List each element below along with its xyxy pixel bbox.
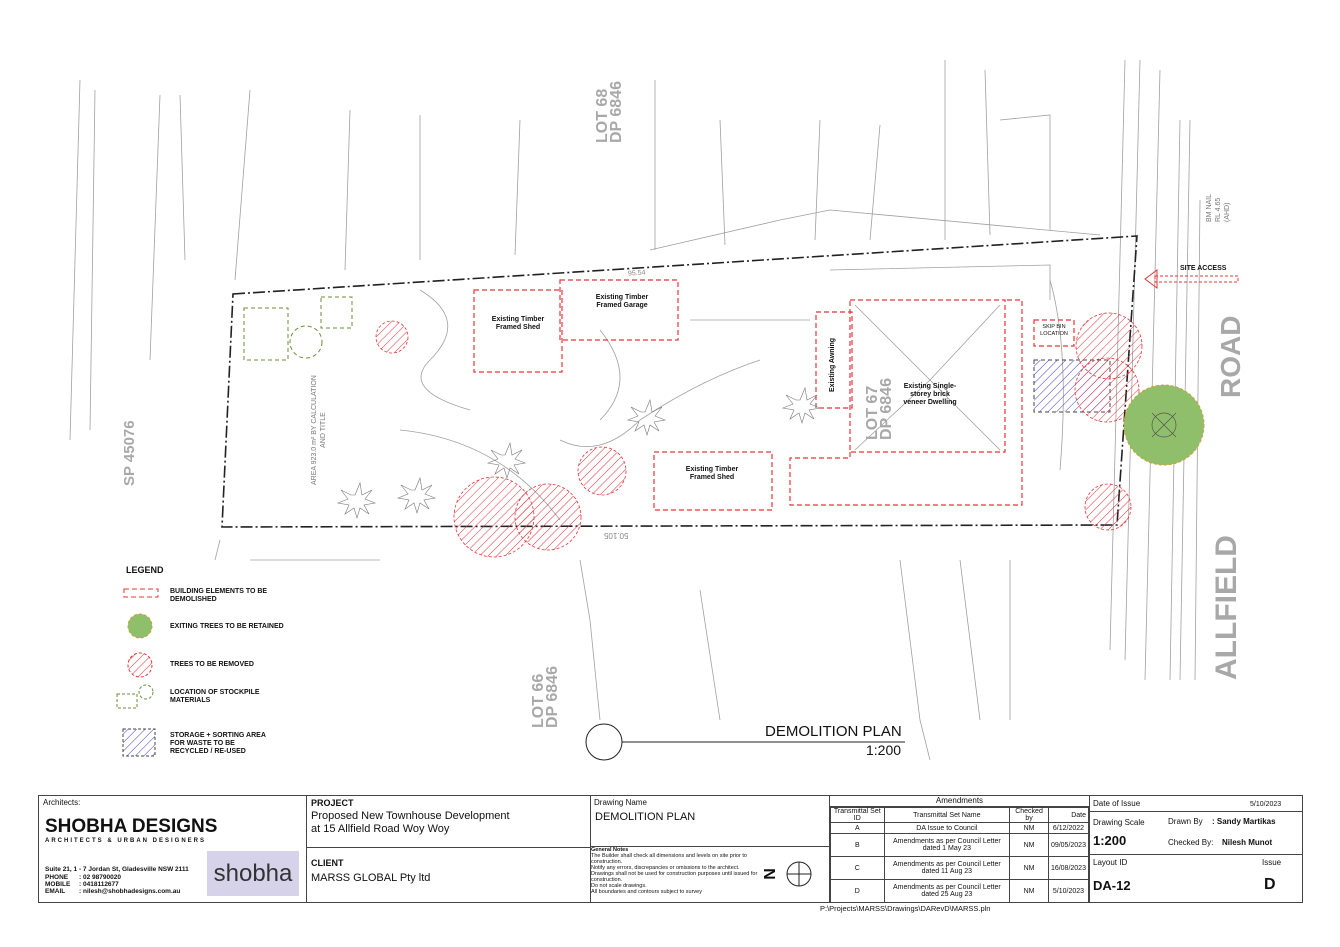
date-of-issue-label: Date of Issue bbox=[1093, 799, 1141, 808]
plan-title-marker bbox=[585, 723, 905, 761]
firm-name: SHOBHA DESIGNS bbox=[45, 816, 218, 837]
skip-bin-label: SKIP BIN LOCATION bbox=[1040, 324, 1068, 337]
issue-value: D bbox=[1264, 876, 1276, 893]
legend-item-retain: EXITING TREES TO BE RETAINED bbox=[170, 623, 284, 630]
allfield-label: ALLFIELD bbox=[1210, 535, 1243, 680]
stockpile-locations bbox=[243, 296, 353, 361]
checked-by-label: Checked By: bbox=[1168, 838, 1214, 847]
legend-symbols bbox=[116, 588, 159, 757]
general-notes: General Notes The Builder shall check al… bbox=[591, 847, 758, 895]
title-block: Architects: SHOBHA DESIGNS ARCHITECTS & … bbox=[38, 795, 1303, 903]
email-link[interactable]: nilesh@shobhadesigns.com.au bbox=[82, 888, 181, 895]
amendments-title: Amendments bbox=[830, 796, 1089, 807]
plan-scale: 1:200 bbox=[866, 742, 902, 758]
site-access-arrow bbox=[1144, 269, 1239, 289]
north-arrow-icon bbox=[786, 861, 812, 887]
issue-label: Issue bbox=[1262, 858, 1282, 867]
site-access-label: SITE ACCESS bbox=[1180, 265, 1227, 272]
project-line1: Proposed New Townhouse Development bbox=[311, 810, 510, 822]
sp-label: SP 45076 bbox=[121, 420, 138, 486]
drawing-scale: 1:200 bbox=[1093, 833, 1127, 848]
awning-label: Existing Awning bbox=[829, 337, 836, 392]
dwelling-roof-lines bbox=[854, 304, 1001, 451]
firm-logo: shobha bbox=[207, 851, 299, 896]
tree-retained bbox=[1123, 384, 1205, 466]
drawn-by: : Sandy Martikas bbox=[1212, 817, 1276, 826]
architects-cell: Architects: SHOBHA DESIGNS ARCHITECTS & … bbox=[39, 796, 307, 902]
drawn-by-label: Drawn By bbox=[1168, 817, 1203, 826]
shed2-label: Existing Timber Framed Shed bbox=[685, 466, 739, 481]
client-label: CLIENT bbox=[311, 858, 344, 868]
issue-cell: Date of Issue 5/10/2023 Drawing Scale 1:… bbox=[1090, 796, 1302, 902]
drawing-name: DEMOLITION PLAN bbox=[595, 811, 696, 823]
checked-by: Nilesh Munot bbox=[1222, 838, 1273, 847]
drawing-scale-label: Drawing Scale bbox=[1093, 818, 1145, 827]
shrubs bbox=[336, 386, 822, 520]
bearing-top1: 95.54 bbox=[627, 269, 646, 278]
layout-id-label: Layout ID bbox=[1093, 858, 1128, 867]
layout-id: DA-12 bbox=[1093, 878, 1131, 893]
trees-to-remove bbox=[375, 312, 1143, 558]
firm-address: Suite 21, 1 - 7 Jordan St, Gladesville N… bbox=[45, 866, 189, 873]
legend-item-remove: TREES TO BE REMOVED bbox=[170, 661, 254, 668]
client-name: MARSS GLOBAL Pty ltd bbox=[311, 872, 431, 884]
road-label: ROAD bbox=[1215, 315, 1246, 398]
demolish-buildings bbox=[473, 279, 1075, 511]
site-boundary bbox=[221, 235, 1138, 528]
file-path: P:\Projects\MARSS\Drawings\DARevD\MARSS.… bbox=[820, 904, 991, 913]
survey-linework bbox=[69, 59, 1201, 761]
firm-contacts: PHONE: 02 98790020 MOBILE: 0418112677 EM… bbox=[45, 874, 181, 895]
plan-title: DEMOLITION PLAN bbox=[765, 723, 902, 740]
project-cell: PROJECT Proposed New Townhouse Developme… bbox=[307, 796, 591, 902]
architects-label: Architects: bbox=[43, 798, 81, 807]
project-line2: at 15 Allfield Road Woy Woy bbox=[311, 823, 450, 835]
project-label: PROJECT bbox=[311, 798, 354, 808]
shed1-label: Existing Timber Framed Shed bbox=[491, 316, 545, 331]
drawing-name-label: Drawing Name bbox=[594, 798, 647, 807]
legend-title: LEGEND bbox=[126, 565, 164, 575]
bearing-bottom: 50.105 bbox=[604, 531, 629, 540]
dwelling-label: Existing Single-storey brick veneer Dwel… bbox=[903, 383, 957, 406]
north-arrow: N bbox=[762, 860, 813, 888]
date-of-issue: 5/10/2023 bbox=[1250, 801, 1282, 808]
firm-subtitle: ARCHITECTS & URBAN DESIGNERS bbox=[45, 838, 207, 844]
garage-label: Existing Timber Framed Garage bbox=[595, 294, 649, 309]
drawing-name-cell: Drawing Name DEMOLITION PLAN General Not… bbox=[591, 796, 830, 902]
